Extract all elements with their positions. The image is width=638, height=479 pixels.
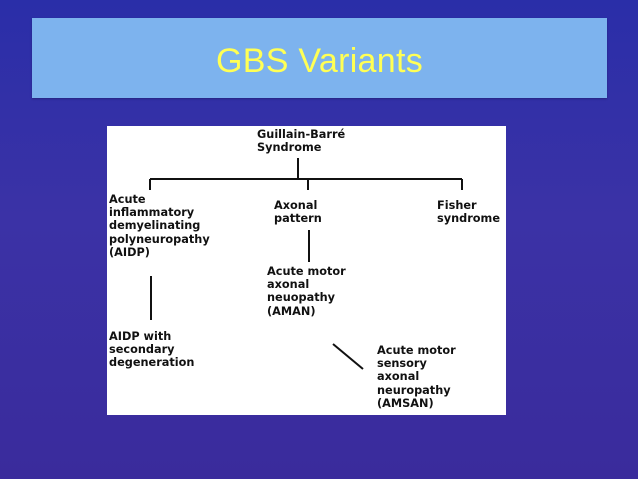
node-aman: Acute motor axonal neuopathy (AMAN)	[267, 265, 346, 318]
node-axonal-pattern: Axonal pattern	[274, 199, 322, 226]
gbs-variants-diagram: Guillain-Barré Syndrome Acute inflammato…	[107, 126, 506, 415]
aman-to-amsan-line	[332, 343, 364, 370]
node-aidp-secondary: AIDP with secondary degeneration	[109, 330, 195, 370]
node-aidp: Acute inflammatory demyelinating polyneu…	[109, 193, 210, 259]
connector-lines	[149, 158, 463, 370]
node-fisher-syndrome: Fisher syndrome	[437, 199, 500, 226]
node-amsan: Acute motor sensory axonal neuropathy (A…	[377, 344, 456, 410]
slide-title-bar: GBS Variants	[32, 18, 607, 98]
node-guillain-barre: Guillain-Barré Syndrome	[257, 128, 346, 155]
slide-title: GBS Variants	[215, 42, 424, 80]
